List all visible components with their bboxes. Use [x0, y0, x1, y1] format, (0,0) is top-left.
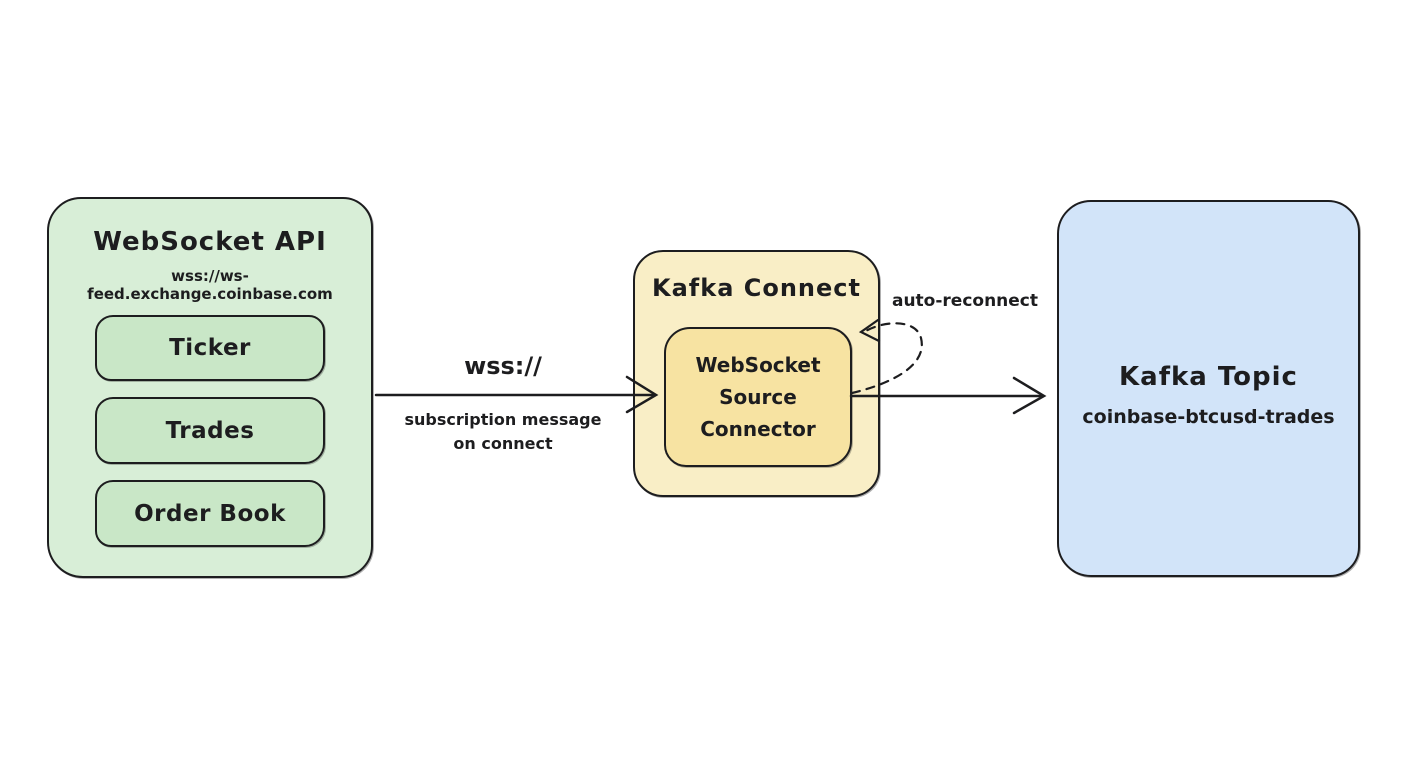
channel-order-book: Order Book [95, 480, 325, 547]
channel-trades-label: Trades [165, 417, 255, 444]
kafka-topic-name: coinbase-btcusd-trades [1082, 406, 1335, 428]
node-websocket-api: WebSocket API wss://ws-feed.exchange.coi… [47, 197, 373, 578]
channel-ticker-label: Ticker [169, 335, 251, 361]
wss-arrow-label: wss:// [464, 352, 542, 380]
channel-trades: Trades [95, 397, 325, 464]
arrow-wss [374, 375, 659, 414]
wss-arrow-sublabel: subscription message on connect [404, 410, 602, 453]
kafka-connect-title: Kafka Connect [652, 274, 861, 302]
node-kafka-connect: Kafka Connect WebSocket Source Connector [633, 250, 880, 497]
auto-reconnect-label: auto-reconnect [891, 291, 1039, 311]
node-websocket-source-connector: WebSocket Source Connector [664, 327, 852, 467]
kafka-topic-title: Kafka Topic [1119, 362, 1298, 392]
websocket-api-url: wss://ws-feed.exchange.coinbase.com [87, 267, 333, 303]
channel-ticker: Ticker [95, 315, 325, 381]
channel-order-book-label: Order Book [134, 500, 286, 527]
node-kafka-topic: Kafka Topic coinbase-btcusd-trades [1057, 200, 1360, 577]
websocket-api-title: WebSocket API [93, 227, 327, 257]
